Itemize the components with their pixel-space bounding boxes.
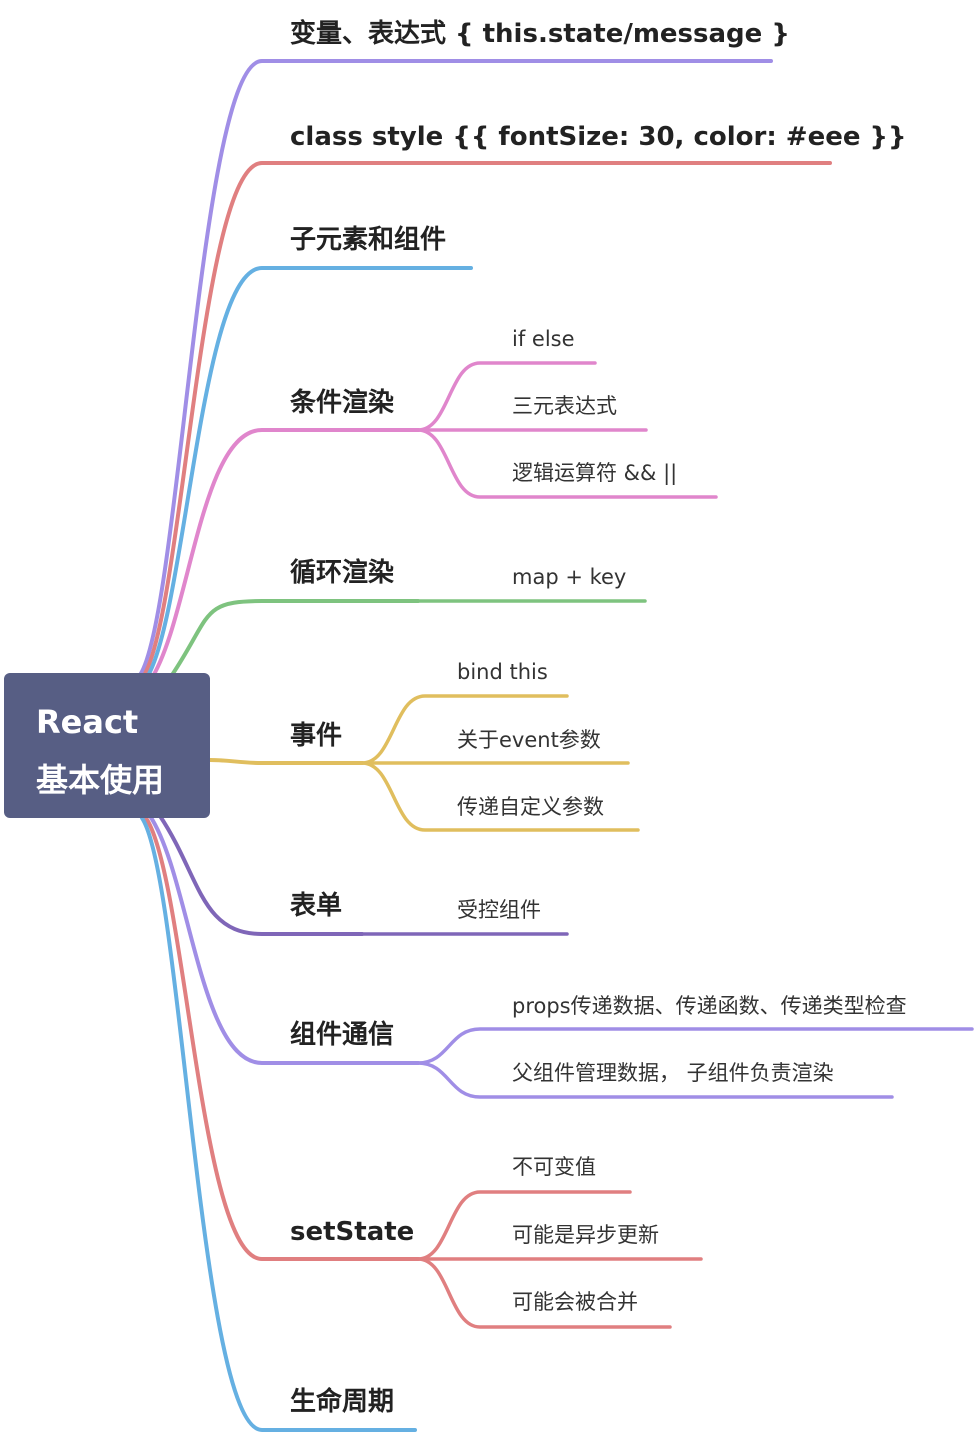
branch-component-communication[interactable]: 组件通信 <box>290 1020 395 1050</box>
branch-connector-8 <box>144 816 420 1261</box>
branch-class-style[interactable]: class style {{ fontSize: 30, color: #eee… <box>290 122 907 152</box>
leaf-connector-bind-this <box>360 694 569 765</box>
leaf-connector-custom-params <box>360 761 640 832</box>
branch-list-rendering[interactable]: 循环渲染 <box>290 558 395 588</box>
leaf-logical-operators[interactable]: 逻辑运算符 && || <box>512 461 678 485</box>
branch-children-components[interactable]: 子元素和组件 <box>290 225 447 255</box>
branch-conditional-rendering[interactable]: 条件渲染 <box>290 388 395 418</box>
branch-connector-3 <box>148 428 420 683</box>
branch-setstate[interactable]: setState <box>290 1217 415 1247</box>
leaf-connector-parent-manages <box>416 1061 894 1099</box>
leaf-event-param[interactable]: 关于event参数 <box>457 728 601 752</box>
leaf-bind-this[interactable]: bind this <box>457 660 548 684</box>
branch-connector-4 <box>170 599 420 677</box>
leaf-connector-merged <box>416 1257 672 1329</box>
leaf-connector-if-else <box>416 361 597 432</box>
branch-connector-0 <box>138 59 773 677</box>
leaf-connector-immutable <box>416 1190 632 1261</box>
leaf-props-passing[interactable]: props传递数据、传递函数、传递类型检查 <box>512 994 907 1018</box>
branch-connector-1 <box>141 161 832 679</box>
branch-variables-expressions[interactable]: 变量、表达式 { this.state/message } <box>290 19 790 49</box>
leaf-maybe-merged[interactable]: 可能会被合并 <box>512 1290 638 1314</box>
leaf-connector-logical <box>416 428 718 499</box>
branch-connector-2 <box>144 266 473 681</box>
root-node[interactable]: React 基本使用 <box>4 673 210 818</box>
root-subtitle: 基本使用 <box>36 761 165 799</box>
leaf-controlled-components[interactable]: 受控组件 <box>457 898 541 922</box>
leaf-immutable-value[interactable]: 不可变值 <box>512 1155 596 1179</box>
branch-forms[interactable]: 表单 <box>290 891 343 921</box>
leaf-ternary-expression[interactable]: 三元表达式 <box>512 394 617 418</box>
leaf-if-else[interactable]: if else <box>512 327 575 351</box>
branch-connector-9 <box>140 816 417 1432</box>
leaf-maybe-async[interactable]: 可能是异步更新 <box>512 1223 659 1247</box>
leaf-custom-params[interactable]: 传递自定义参数 <box>457 795 604 819</box>
leaf-parent-manages-data[interactable]: 父组件管理数据， 子组件负责渲染 <box>512 1061 834 1085</box>
branch-connector-7 <box>148 814 420 1065</box>
branch-connector-6 <box>158 814 364 936</box>
root-title: React <box>36 703 139 741</box>
leaf-connector-props <box>416 1027 974 1065</box>
branch-lifecycle[interactable]: 生命周期 <box>290 1387 395 1417</box>
branch-connector-5 <box>208 758 364 765</box>
branch-events[interactable]: 事件 <box>290 721 343 751</box>
leaf-map-key[interactable]: map + key <box>512 565 627 589</box>
